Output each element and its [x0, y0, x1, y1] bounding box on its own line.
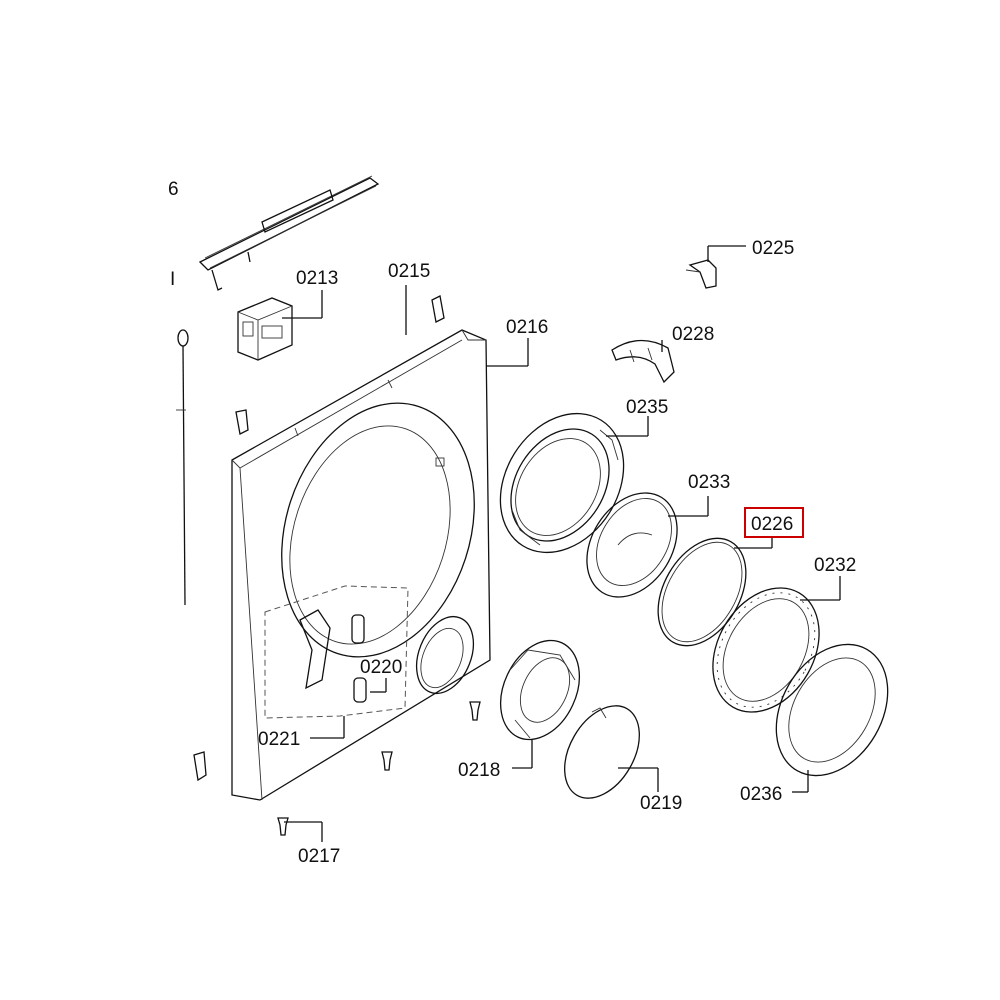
label-0236: 0236 [740, 784, 782, 805]
label-0213: 0213 [296, 268, 338, 289]
part-0219-cover [564, 705, 640, 799]
top-rail-part [198, 175, 380, 291]
label-0215: 0215 [388, 261, 430, 282]
edge-label-top: 6 [168, 179, 179, 200]
part-0213-module [237, 297, 293, 361]
label-0228: 0228 [672, 324, 714, 345]
label-0233: 0233 [688, 472, 730, 493]
part-0233-glass [586, 492, 678, 598]
edge-label-mid: I [170, 269, 175, 290]
label-0225: 0225 [752, 238, 794, 259]
part-0236-outer-ring [775, 643, 889, 777]
label-0221: 0221 [258, 729, 300, 750]
door-lock-part [299, 609, 367, 703]
part-0216-front-panel [231, 329, 491, 801]
label-0220: 0220 [360, 657, 402, 678]
screw-hinge [469, 701, 481, 721]
label-0235: 0235 [626, 397, 668, 418]
label-0226: 0226 [751, 514, 793, 535]
screw-0217 [277, 817, 289, 836]
part-0235-door-frame [499, 412, 625, 554]
panel-clips [193, 295, 445, 782]
part-0228 [611, 339, 675, 384]
label-0219: 0219 [640, 793, 682, 814]
label-0217: 0217 [298, 846, 340, 867]
highlight-box-0226 [744, 507, 804, 538]
cable-rod-part [176, 329, 189, 606]
part-0221-detail-box [264, 585, 409, 719]
part-0225 [685, 259, 717, 289]
part-0232-ring [712, 587, 820, 713]
screw-panel [381, 751, 393, 771]
part-0218-hinge [500, 639, 580, 741]
label-0232: 0232 [814, 555, 856, 576]
part-0226-gasket [657, 537, 747, 647]
label-0218: 0218 [458, 760, 500, 781]
label-0216: 0216 [506, 317, 548, 338]
